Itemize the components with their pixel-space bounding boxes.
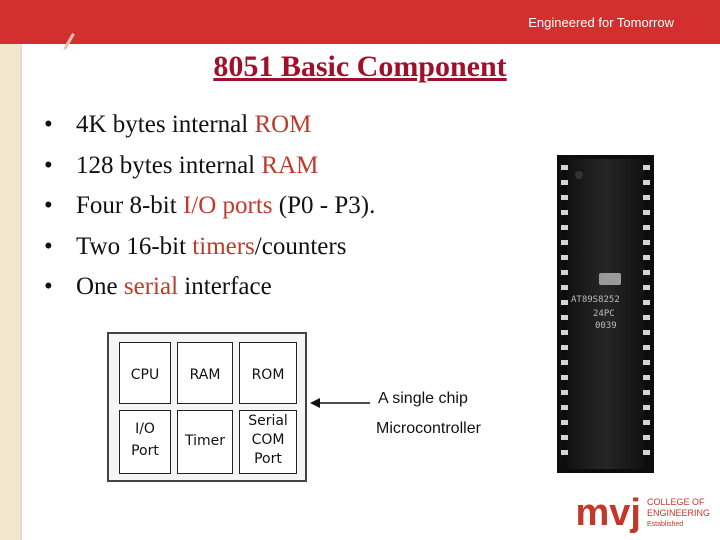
header-tagline: Engineered for Tomorrow <box>528 15 674 30</box>
mvj-logo-mark: mvj <box>575 492 641 534</box>
mvj-logo: mvj COLLEGE OF ENGINEERING Established <box>576 494 711 532</box>
serial-com-port-block: Serial COM Port <box>239 410 297 474</box>
chip-label-3: 0039 <box>595 321 617 331</box>
bullet-item: •128 bytes internal RAM <box>44 151 319 179</box>
bullet-item: •Two 16-bit timers/counters <box>44 232 347 260</box>
bullet-item: •Four 8-bit I/O ports (P0 - P3). <box>44 192 376 219</box>
rom-block: ROM <box>239 342 297 404</box>
cpu-block: CPU <box>119 342 171 404</box>
header-bar: Engineered for Tomorrow <box>0 0 720 44</box>
left-divider <box>20 44 22 540</box>
timer-block: Timer <box>177 410 233 474</box>
bullet-list: •4K bytes internal ROM •128 bytes intern… <box>44 105 375 308</box>
microcontroller-block-diagram: CPU RAM ROM I/O Port Timer Serial COM Po… <box>107 332 307 482</box>
left-band <box>0 44 20 540</box>
bullet-item: •One serial interface <box>44 273 272 300</box>
bullet-item: •4K bytes internal ROM <box>44 111 312 138</box>
slide-title: 8051 Basic Component <box>213 50 507 83</box>
io-port-block: I/O Port <box>119 410 171 474</box>
caption-microcontroller: Microcontroller <box>376 420 481 437</box>
caption-single-chip: A single chip <box>378 390 468 407</box>
mvj-logo-text: COLLEGE OF ENGINEERING Established <box>646 496 710 528</box>
pointer-arrow <box>310 398 370 408</box>
ram-block: RAM <box>177 342 233 404</box>
chip-photo: AT89S8252 24PC 0039 <box>557 155 654 473</box>
chip-label-2: 24PC <box>593 309 615 319</box>
chip-label-1: AT89S8252 <box>571 295 620 305</box>
chip-pins <box>561 159 650 469</box>
